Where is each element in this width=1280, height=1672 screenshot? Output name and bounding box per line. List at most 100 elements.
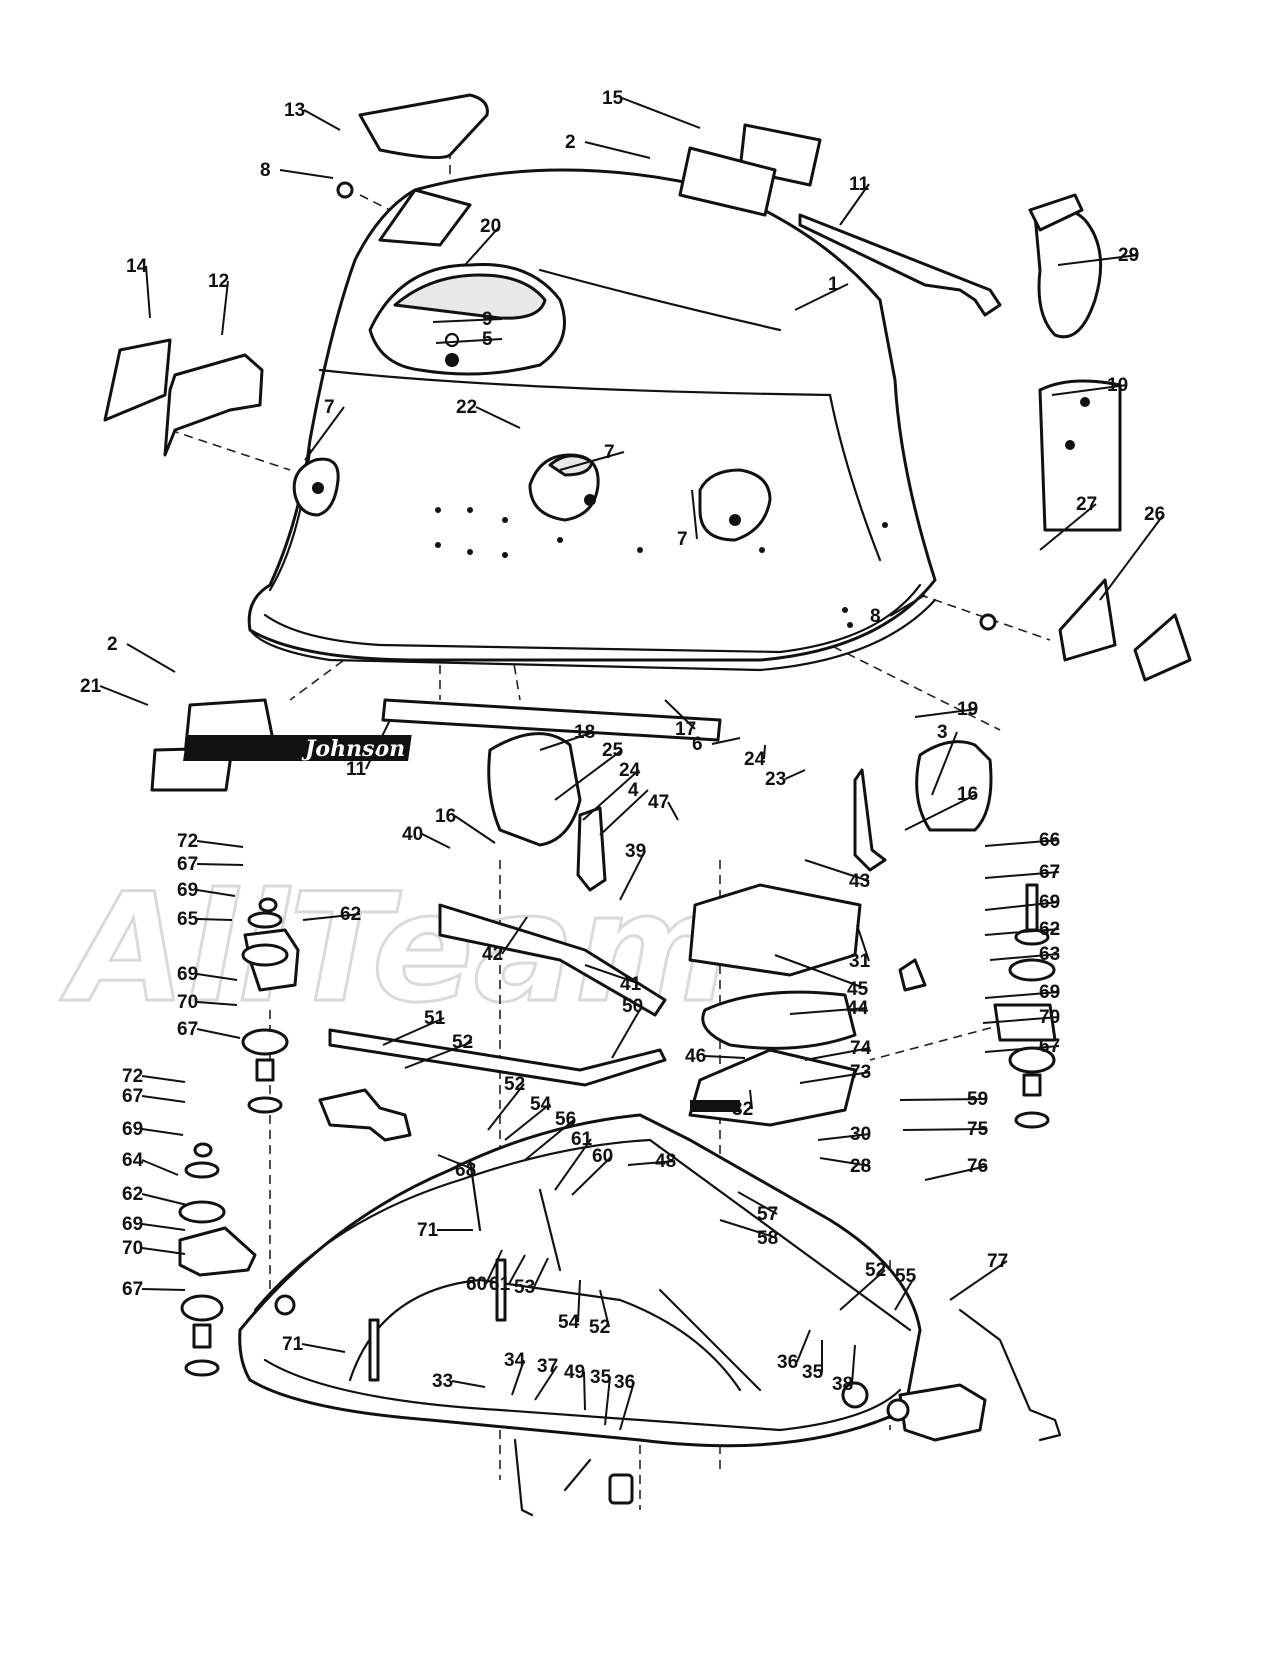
leader-line-c-2a [584, 141, 651, 159]
pin-37 [563, 1458, 592, 1492]
leader-line-c-18 [539, 731, 595, 751]
plate-25 [576, 806, 607, 892]
callout-c-70c: 70 [122, 1238, 143, 1259]
callout-c-18: 18 [574, 722, 595, 743]
leader-line-c-58 [719, 1219, 778, 1239]
leader-line-c-49 [583, 1371, 586, 1411]
leader-line-c-37 [534, 1365, 558, 1401]
callout-c-42: 42 [482, 944, 503, 965]
callout-c-20: 20 [480, 216, 501, 237]
leader-line-c-69c [196, 973, 238, 981]
leader-line-c-21 [99, 685, 149, 706]
callout-c-14: 14 [126, 256, 148, 277]
callout-c-69b: 69 [1039, 892, 1060, 913]
callout-c-70b: 70 [1039, 1007, 1060, 1028]
callout-c-35b: 35 [590, 1367, 612, 1388]
leader-line-c-70a [196, 1001, 238, 1006]
leader-line-c-44 [789, 1007, 868, 1015]
leader-line-c-67c [196, 1028, 241, 1039]
callout-c-36b: 36 [614, 1372, 635, 1393]
callout-c-65: 65 [177, 909, 199, 930]
leader-line-c-32 [749, 1089, 753, 1110]
callout-c-44: 44 [847, 998, 869, 1019]
brand-decal-text: Johnson [301, 736, 405, 762]
leader-line-c-54a [504, 1103, 551, 1141]
leader-line-c-3 [931, 731, 958, 796]
bracket-31 [898, 958, 927, 992]
brand-decal: Johnson [183, 735, 412, 762]
leader-line-c-40 [421, 833, 451, 849]
callout-c-7a: 7 [324, 397, 335, 418]
callout-c-67d: 67 [1039, 1036, 1060, 1057]
leader-line-c-31 [856, 924, 870, 962]
leader-line-c-2b [126, 643, 176, 673]
callout-c-38: 38 [832, 1374, 853, 1395]
callout-c-19: 19 [957, 699, 978, 720]
leader-line-c-29 [1057, 254, 1139, 266]
middle-parts: Johnson [150, 698, 1057, 1142]
callout-c-7b: 7 [604, 442, 615, 463]
callout-c-67c: 67 [177, 1019, 198, 1040]
leader-line-c-36a [796, 1329, 811, 1363]
leader-line-c-60b [485, 1249, 503, 1285]
leader-line-c-22 [475, 406, 521, 429]
callout-c-35a: 35 [802, 1362, 824, 1383]
callout-c-56: 56 [555, 1109, 576, 1130]
callout-c-24b: 24 [619, 760, 641, 781]
leader-line-c-47 [667, 801, 679, 821]
leader-line-c-63 [989, 953, 1060, 961]
leader-line-c-67e [141, 1095, 186, 1103]
callout-c-61a: 61 [571, 1129, 593, 1150]
leader-line-c-70b [982, 1016, 1060, 1024]
leader-line-c-16b [454, 815, 496, 844]
bolt-71 [368, 1318, 380, 1382]
leader-line-c-25 [554, 749, 623, 801]
knob-38 [886, 1398, 910, 1422]
leader-line-c-33 [451, 1380, 486, 1388]
leader-line-c-19 [914, 708, 978, 718]
callout-c-69d: 69 [1039, 982, 1060, 1003]
callout-c-25: 25 [602, 740, 624, 761]
upper-motor-cover [247, 168, 937, 672]
callout-c-15: 15 [602, 88, 624, 109]
leader-line-c-65 [196, 918, 233, 921]
callout-c-33: 33 [432, 1371, 453, 1392]
leader-line-c-64 [141, 1159, 179, 1176]
leader-line-c-15 [621, 97, 701, 129]
cover-plate-13 [358, 93, 489, 160]
callout-c-1: 1 [828, 274, 839, 295]
seal-strip-17 [381, 698, 722, 742]
leader-line-c-13 [303, 109, 341, 131]
leader-line-c-67d [984, 1045, 1060, 1053]
callout-c-11a: 11 [849, 174, 870, 195]
plate-2-top [678, 146, 777, 217]
leader-lines [99, 97, 1165, 1431]
callout-c-67e: 67 [122, 1086, 143, 1107]
leader-line-c-5 [435, 338, 503, 344]
upper-small-parts [103, 93, 1192, 682]
label-26 [1133, 613, 1192, 682]
leader-line-c-69f [141, 1223, 186, 1231]
leader-line-c-51 [382, 1017, 445, 1046]
leader-line-c-72b [141, 1075, 186, 1083]
leader-line-c-57 [737, 1191, 778, 1215]
lever-51 [318, 1088, 412, 1142]
callout-c-70a: 70 [177, 992, 198, 1013]
leader-line-c-28 [819, 1157, 871, 1167]
leader-line-c-67b [984, 871, 1060, 879]
bracket-18 [487, 732, 582, 847]
leader-line-c-9 [432, 318, 503, 323]
callout-c-9: 9 [482, 309, 493, 330]
leader-line-c-53 [533, 1257, 549, 1288]
leader-line-c-69b [984, 901, 1060, 911]
plate-12 [163, 353, 264, 457]
callout-c-67f: 67 [122, 1279, 143, 1300]
hardware-stacks [178, 883, 1056, 1377]
label-14 [103, 338, 172, 422]
leader-line-c-68 [437, 1154, 476, 1171]
callout-c-11b: 11 [346, 759, 367, 780]
callout-c-17: 17 [675, 719, 696, 740]
leader-line-c-69d [984, 991, 1060, 999]
callout-c-2b: 2 [107, 634, 118, 655]
